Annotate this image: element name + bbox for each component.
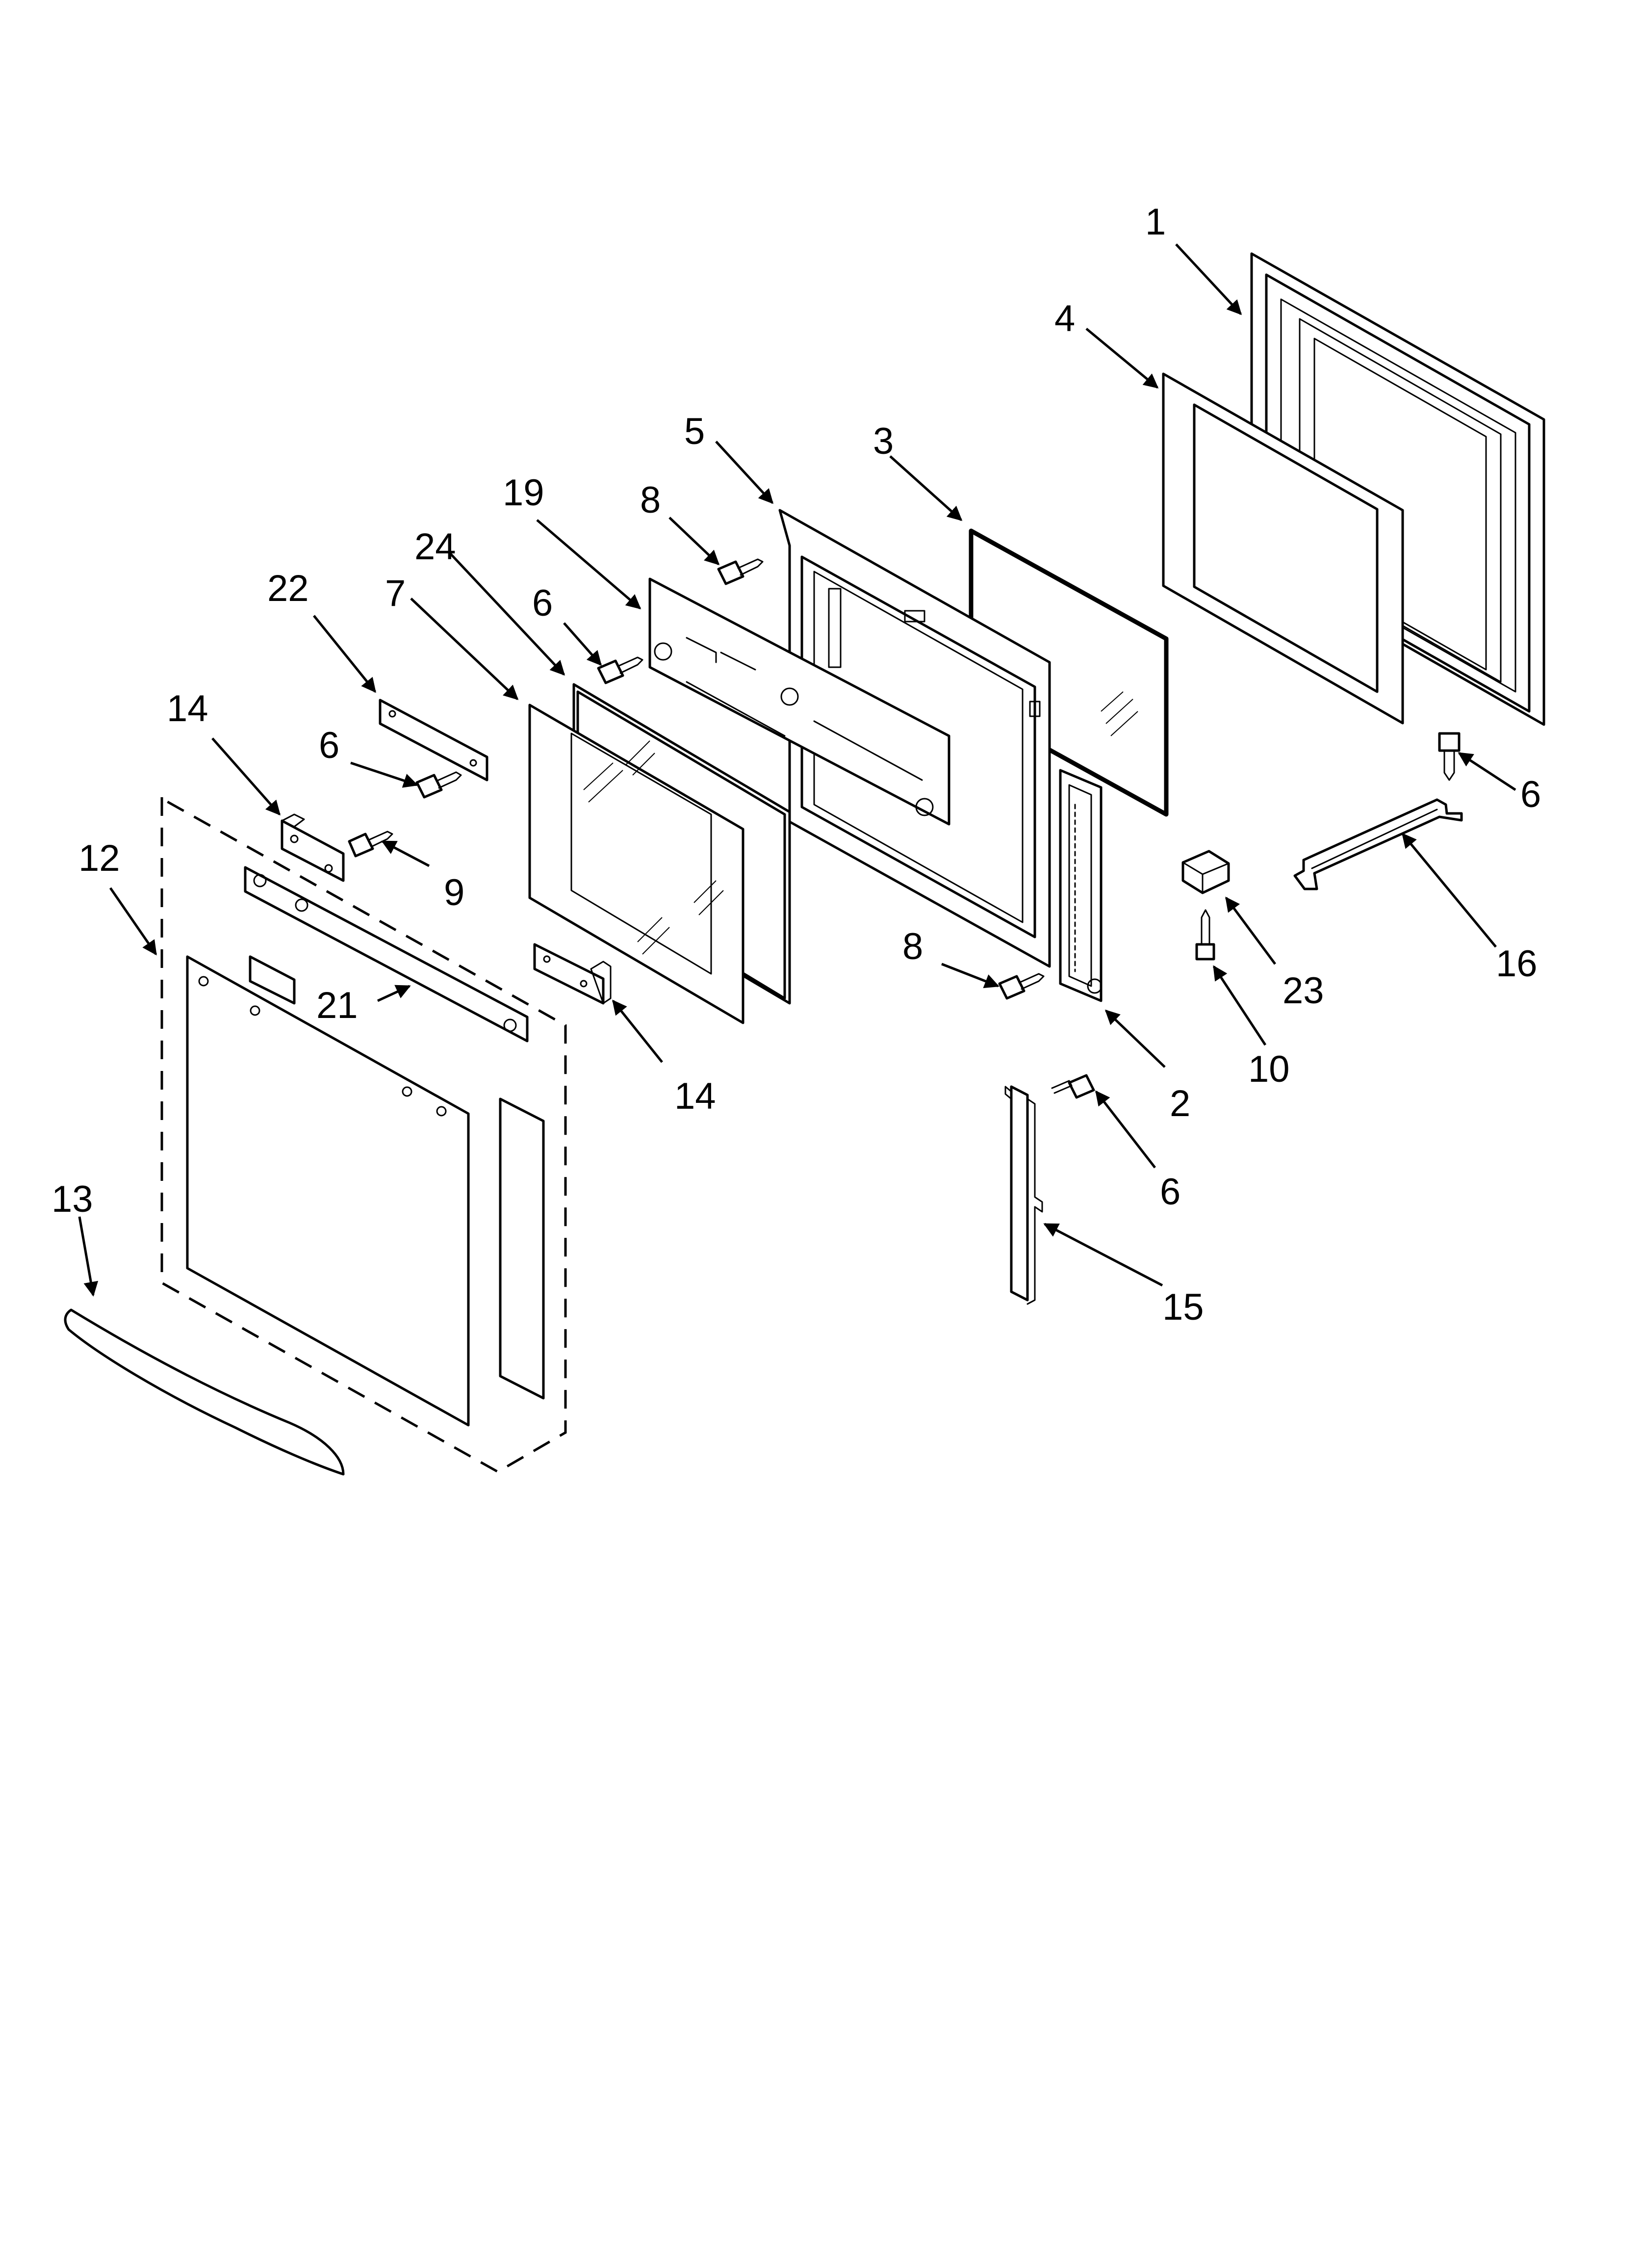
part-2-door-hinge <box>1059 769 1103 1002</box>
callout-labels: 1 4 5 3 8 19 24 22 7 6 14 6 12 9 21 14 1… <box>51 201 1541 1328</box>
part-1-outer-door-frame <box>1250 252 1545 726</box>
screw-part-6-left <box>415 771 462 799</box>
screw-part-10 <box>1195 909 1215 961</box>
screw-part-6-lower-right <box>1051 1074 1095 1099</box>
part-15-hinge-channel <box>1004 1085 1043 1305</box>
callout-16: 16 <box>1496 943 1538 985</box>
screw-part-8-upper <box>717 558 764 585</box>
screw-part-6-top-right <box>1438 732 1461 781</box>
screw-part-8-lower <box>998 973 1045 1000</box>
callout-7: 7 <box>385 573 406 614</box>
callout-14-lower: 14 <box>674 1075 716 1117</box>
part-4-door-frame-gasket <box>1162 372 1404 725</box>
callout-23: 23 <box>1283 970 1324 1012</box>
callout-15: 15 <box>1162 1286 1204 1328</box>
part-23-clip <box>1181 850 1230 894</box>
callout-21: 21 <box>316 985 358 1026</box>
part-12-outer-door-assembly <box>158 796 567 1473</box>
callout-1: 1 <box>1145 201 1166 243</box>
callout-5: 5 <box>684 411 705 452</box>
callout-6-left: 6 <box>319 725 339 766</box>
part-19-door-insulation-panel <box>648 577 950 826</box>
screw-part-6-mid <box>597 656 643 684</box>
callout-2: 2 <box>1170 1083 1190 1124</box>
callout-4: 4 <box>1054 298 1075 339</box>
part-22-trim-bracket <box>379 699 488 782</box>
part-7-outer-window-glass <box>528 704 744 1024</box>
part-13-door-handle <box>64 1308 345 1476</box>
callout-9: 9 <box>444 872 464 913</box>
callout-24: 24 <box>414 526 456 568</box>
callout-14-upper: 14 <box>167 688 208 730</box>
part-14-hinge-bracket-lower <box>533 943 612 1005</box>
callout-6-lower-right: 6 <box>1160 1171 1180 1213</box>
callout-19: 19 <box>503 472 544 514</box>
callout-12: 12 <box>78 837 120 879</box>
callout-22: 22 <box>267 568 309 609</box>
callout-8-upper: 8 <box>640 479 661 521</box>
callout-6-mid: 6 <box>532 582 553 624</box>
callout-3: 3 <box>873 420 894 462</box>
part-21-door-trim-strip <box>244 866 529 1043</box>
callout-8-lower: 8 <box>902 926 923 967</box>
callout-6-top-right: 6 <box>1520 774 1541 815</box>
callout-13: 13 <box>51 1178 93 1220</box>
part-16-bracket-strap <box>1293 798 1463 890</box>
callout-10: 10 <box>1248 1048 1290 1090</box>
part-14-hinge-bracket-upper <box>281 813 345 882</box>
leader-lines <box>78 243 1516 1297</box>
